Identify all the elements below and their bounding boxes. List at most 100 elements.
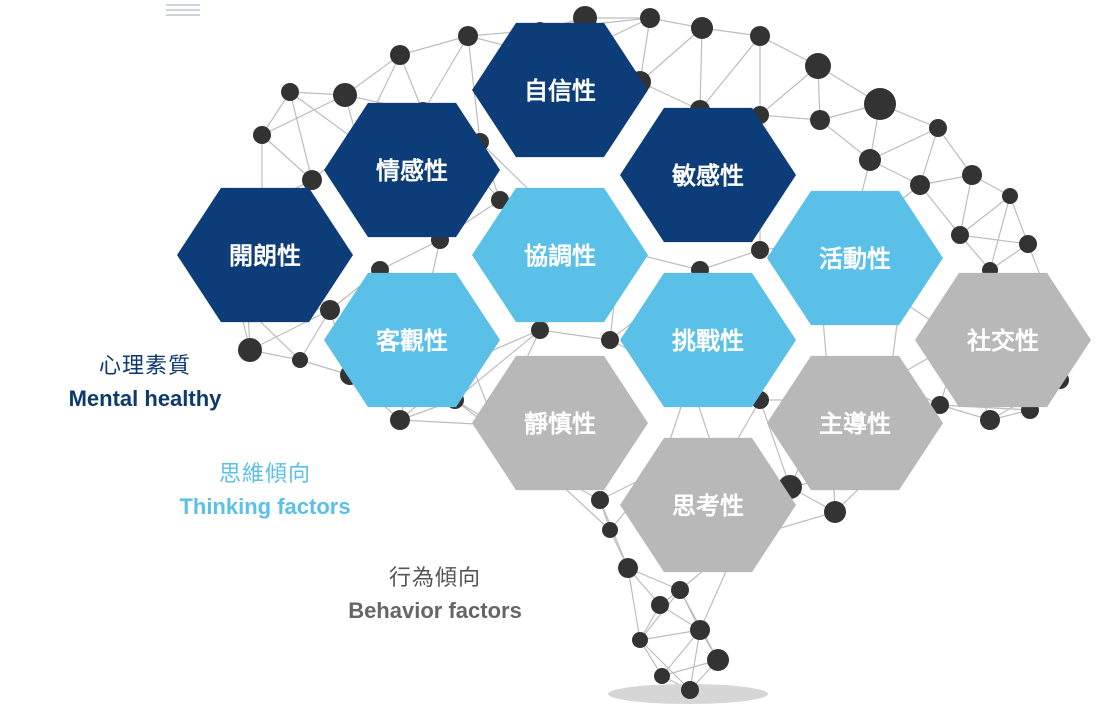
hexagon-shape bbox=[620, 272, 796, 408]
hexagon-label: 客觀性 bbox=[376, 327, 448, 355]
network-node bbox=[864, 88, 896, 120]
network-node bbox=[962, 165, 982, 185]
hexagon-label: 社交性 bbox=[967, 327, 1039, 355]
network-node bbox=[931, 396, 949, 414]
hexagon-behavior: 主導性 bbox=[767, 355, 943, 491]
network-link bbox=[289, 91, 359, 143]
hexagon-shape bbox=[620, 437, 796, 573]
network-node bbox=[929, 119, 947, 137]
network-link bbox=[261, 134, 313, 181]
network-link bbox=[639, 81, 701, 111]
legend-mental: 心理素質 Mental healthy bbox=[40, 348, 250, 412]
network-node bbox=[859, 149, 881, 171]
hexagon-label: 思考性 bbox=[672, 492, 744, 520]
hexagon-mental: 敏感性 bbox=[620, 107, 796, 243]
hexagon-label: 活動性 bbox=[819, 245, 891, 273]
legend-thinking-en: Thinking factors bbox=[179, 494, 351, 519]
legend-behavior-zh: 行為傾向 bbox=[388, 566, 481, 591]
network-link bbox=[639, 639, 691, 691]
hexagon-shape bbox=[767, 355, 943, 491]
network-node bbox=[390, 45, 410, 65]
network-link bbox=[689, 629, 701, 691]
hexagon-shape bbox=[472, 22, 648, 158]
network-link bbox=[454, 329, 541, 401]
hexagon-shape bbox=[472, 187, 648, 323]
network-node bbox=[640, 8, 660, 28]
network-link bbox=[869, 127, 939, 161]
hexagon-thinking: 活動性 bbox=[767, 190, 943, 326]
network-link bbox=[639, 589, 681, 641]
network-link bbox=[422, 35, 469, 113]
network-node bbox=[910, 175, 930, 195]
network-link bbox=[399, 35, 469, 56]
network-node bbox=[707, 649, 729, 671]
hexagon-thinking: 挑戰性 bbox=[620, 272, 796, 408]
hexagon-behavior: 靜慎性 bbox=[472, 355, 648, 491]
hexagon-label: 情感性 bbox=[376, 157, 448, 185]
network-node bbox=[302, 170, 322, 190]
network-link bbox=[919, 184, 961, 236]
network-link bbox=[959, 195, 1011, 236]
network-node bbox=[980, 410, 1000, 430]
network-node bbox=[632, 632, 648, 648]
network-node bbox=[805, 53, 831, 79]
network-link bbox=[759, 114, 821, 121]
hexagon-shape bbox=[620, 107, 796, 243]
network-node bbox=[651, 596, 669, 614]
network-node bbox=[671, 581, 689, 599]
network-link bbox=[639, 27, 703, 83]
legend-mental-zh: 心理素質 bbox=[98, 354, 191, 379]
network-node bbox=[810, 110, 830, 130]
network-node bbox=[320, 300, 340, 320]
network-link bbox=[699, 249, 761, 271]
legend-thinking: 思維傾向 Thinking factors bbox=[150, 456, 380, 520]
hexagon-behavior: 思考性 bbox=[620, 437, 796, 573]
hexagon-shape bbox=[767, 190, 943, 326]
network-node bbox=[238, 338, 262, 362]
hexagon-grid: 自信性情感性敏感性開朗性協調性活動性客觀性挑戰性社交性靜慎性主導性思考性 bbox=[177, 22, 1091, 573]
hexagon-label: 開朗性 bbox=[229, 242, 301, 270]
legend-thinking-zh: 思維傾向 bbox=[218, 462, 311, 487]
network-node bbox=[751, 241, 769, 259]
network-link bbox=[249, 309, 331, 351]
network-link bbox=[759, 399, 791, 488]
network-link bbox=[289, 91, 313, 181]
network-node bbox=[491, 191, 509, 209]
network-link bbox=[989, 195, 1011, 271]
network-link bbox=[261, 94, 346, 136]
network-node bbox=[458, 26, 478, 46]
network-node bbox=[618, 558, 638, 578]
hexagon-mental: 開朗性 bbox=[177, 187, 353, 323]
network-node bbox=[292, 352, 308, 368]
hexagon-shape bbox=[915, 272, 1091, 408]
hexagon-label: 自信性 bbox=[524, 77, 596, 105]
logo-mark bbox=[166, 4, 200, 20]
network-link bbox=[699, 35, 761, 111]
hexagon-label: 挑戰性 bbox=[672, 327, 744, 355]
network-node bbox=[281, 83, 299, 101]
network-node bbox=[951, 226, 969, 244]
hexagon-shape bbox=[324, 272, 500, 408]
network-node bbox=[531, 321, 549, 339]
network-node bbox=[750, 26, 770, 46]
hexagon-shape bbox=[324, 102, 500, 238]
hexagon-mental: 情感性 bbox=[324, 102, 500, 238]
network-link bbox=[699, 27, 703, 111]
network-link bbox=[639, 629, 701, 641]
network-link bbox=[539, 329, 611, 341]
hexagon-label: 敏感性 bbox=[671, 162, 744, 190]
network-node bbox=[253, 126, 271, 144]
legend-mental-en: Mental healthy bbox=[68, 386, 222, 411]
network-node bbox=[333, 83, 357, 107]
network-link bbox=[399, 54, 424, 113]
legend-behavior-en: Behavior factors bbox=[348, 598, 522, 623]
hexagon-thinking: 客觀性 bbox=[324, 272, 500, 408]
hexagon-label: 主導性 bbox=[819, 410, 891, 438]
legend-behavior: 行為傾向 Behavior factors bbox=[320, 560, 550, 624]
network-link bbox=[959, 174, 973, 236]
network-link bbox=[627, 567, 641, 641]
network-node bbox=[654, 668, 670, 684]
network-link bbox=[379, 239, 441, 271]
network-node bbox=[690, 620, 710, 640]
